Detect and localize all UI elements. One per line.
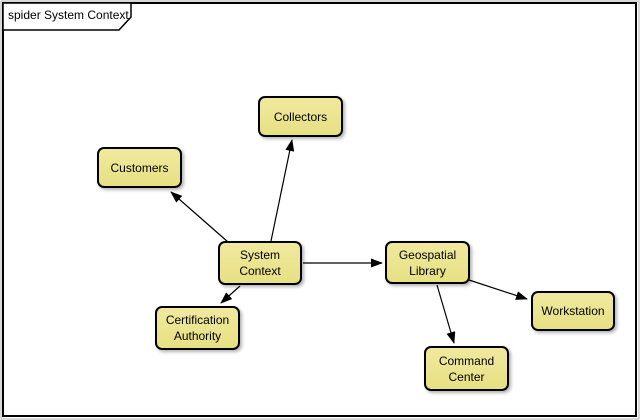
node-label: Certification Authority — [165, 313, 230, 343]
node-label: Command Center — [438, 353, 495, 384]
edge-system-context-to-collectors[interactable] — [270, 139, 295, 242]
edge-geospatial-library-to-command-center[interactable] — [436, 284, 456, 344]
node-system-context[interactable]: System Context — [218, 241, 302, 285]
node-label: Collectors — [273, 109, 328, 124]
node-geospatial-library[interactable]: Geospatial Library — [385, 241, 470, 284]
edge-system-context-to-customers[interactable] — [170, 191, 229, 243]
node-label: Customers — [110, 160, 169, 175]
node-label: Workstation — [541, 304, 605, 318]
node-command-center[interactable]: Command Center — [424, 346, 509, 391]
edge-system-context-to-certification-authority[interactable] — [220, 285, 241, 304]
node-workstation[interactable]: Workstation — [531, 291, 615, 331]
diagram-title: spider System Context — [8, 8, 129, 22]
edge-geospatial-library-to-workstation[interactable] — [468, 279, 528, 300]
diagram-tab — [2, 2, 132, 31]
node-collectors[interactable]: Collectors — [258, 96, 343, 137]
node-customers[interactable]: Customers — [97, 147, 182, 188]
node-certification-authority[interactable]: Certification Authority — [155, 306, 240, 350]
node-label: System Context — [239, 248, 281, 278]
node-label: Geospatial Library — [398, 247, 457, 278]
